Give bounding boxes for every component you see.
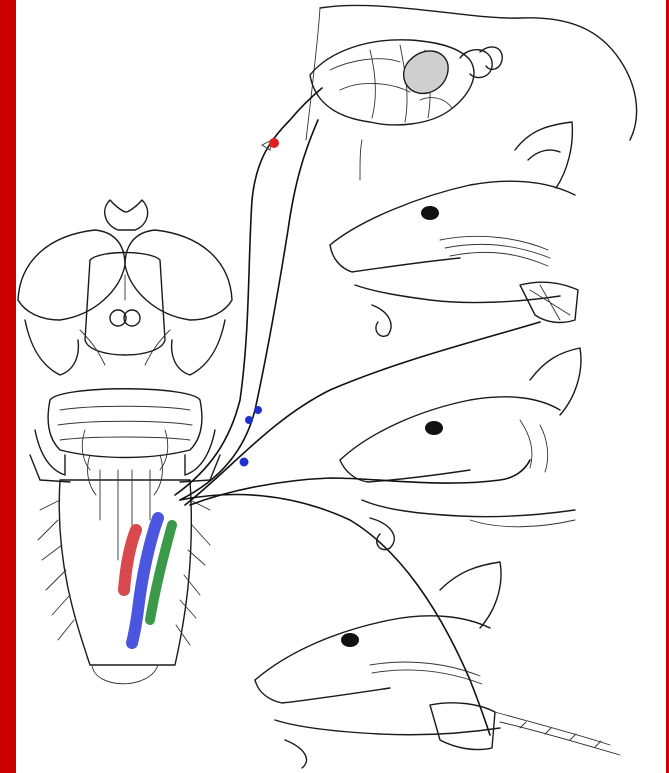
colored-tracts: [124, 518, 172, 643]
illustration-panel: [16, 0, 666, 773]
dog-eye-middle: [425, 421, 443, 435]
ganglion-markers: [240, 138, 280, 467]
ganglion-blue-2: [254, 406, 262, 414]
dog-head-bottom: [255, 562, 620, 768]
viscera-drawing: [310, 40, 502, 125]
tract-red: [124, 530, 136, 590]
dog-head-top: [330, 122, 578, 336]
brainstem-drawing: [18, 200, 232, 684]
ganglion-blue-1: [245, 416, 253, 424]
dog-head-middle: [340, 348, 581, 550]
anatomy-diagram: [16, 0, 666, 773]
animal-body-outline: [306, 5, 637, 180]
ganglion-red: [269, 138, 279, 148]
dog-eye-bottom: [341, 633, 359, 647]
dog-eye-top: [421, 206, 439, 220]
ganglion-blue-3: [240, 458, 249, 467]
